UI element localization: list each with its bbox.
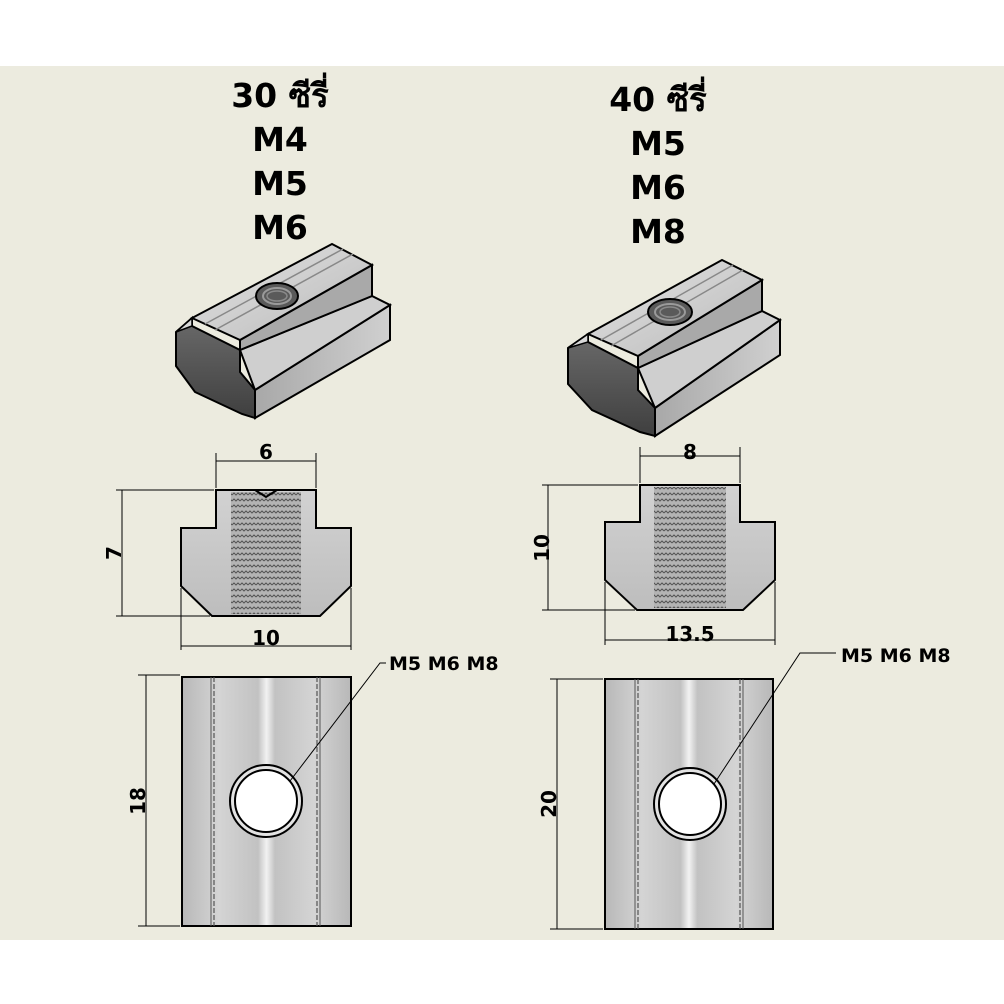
right-plan-view: M5 M6 M8 20 — [537, 645, 951, 930]
left-plan-view: M5 M6 M8 18 — [126, 653, 499, 927]
left-3d-hole-thread-inner — [266, 290, 288, 302]
right-section-view: 8 10 13.5 — [530, 440, 776, 646]
right-dim-length-label: 20 — [537, 790, 561, 818]
right-plan-hole — [658, 772, 722, 836]
right-dim-bottom-label: 13.5 — [665, 622, 714, 646]
right-series-label: 40 ซีรี่ — [609, 80, 707, 119]
right-section-thread — [654, 487, 726, 608]
left-dim-length-label: 18 — [126, 787, 150, 815]
left-section-thread — [231, 492, 301, 614]
right-3d-hole-thread-inner — [659, 306, 681, 318]
left-3d-flange-top — [175, 316, 193, 333]
left-thread-1: M4 — [252, 120, 308, 159]
left-section-notch — [254, 489, 278, 499]
diagram-panel — [0, 66, 1004, 940]
left-plan-hole — [234, 769, 298, 833]
left-thread-2: M5 — [252, 164, 308, 203]
left-tnut-3d — [175, 242, 393, 420]
left-title-block: 30 ซีรี่ M4 M5 M6 — [170, 74, 390, 250]
right-3d-flange-top — [567, 332, 589, 349]
right-title-block: 40 ซีรี่ M5 M6 M8 — [548, 78, 768, 254]
right-dim-height-label: 10 — [530, 534, 554, 562]
left-dim-height-label: 7 — [102, 546, 126, 560]
left-3d-threaded-hole — [255, 282, 299, 310]
right-dim-top-label: 8 — [683, 440, 697, 464]
right-thread-1: M5 — [630, 124, 686, 163]
right-callout-leader — [713, 652, 836, 785]
right-3d-hole-thread — [654, 303, 686, 321]
left-section-view: 6 7 10 — [102, 440, 352, 650]
left-series-label: 30 ซีรี่ — [231, 76, 329, 115]
right-thread-2: M6 — [630, 168, 686, 207]
left-3d-hole-thread — [262, 287, 292, 305]
right-thread-3: M8 — [630, 212, 686, 251]
left-callout-leader — [289, 662, 386, 782]
left-thread-3: M6 — [252, 208, 308, 247]
left-callout-label: M5 M6 M8 — [389, 653, 499, 675]
left-dim-bottom-label: 10 — [252, 626, 280, 650]
right-callout-label: M5 M6 M8 — [841, 645, 951, 667]
left-dim-top-label: 6 — [259, 440, 273, 464]
right-tnut-3d — [567, 258, 782, 438]
